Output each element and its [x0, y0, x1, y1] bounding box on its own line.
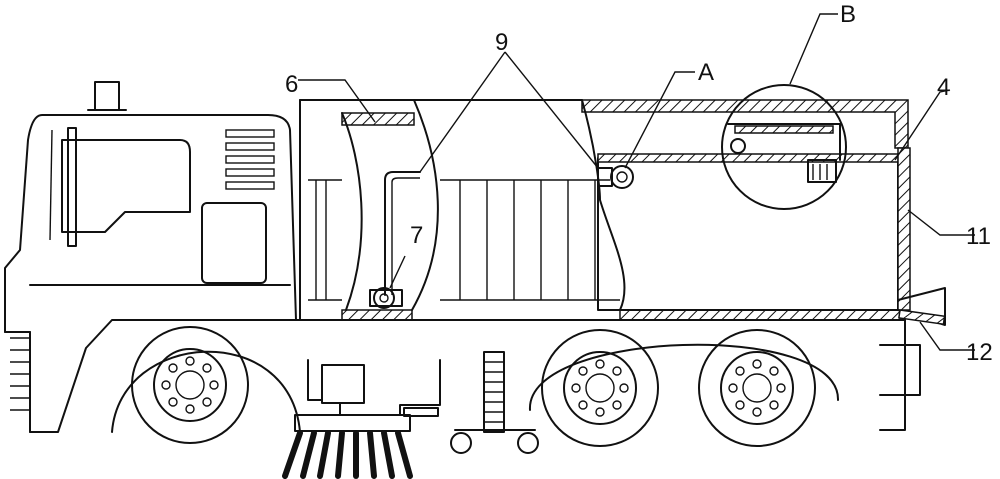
undercarriage	[111, 343, 840, 479]
label-4: 4	[937, 74, 950, 101]
detail-b	[721, 84, 847, 210]
cab	[4, 81, 297, 433]
front-wheel	[131, 326, 249, 444]
cab-vent-grille	[225, 129, 275, 190]
label-a: A	[698, 59, 714, 86]
label-7: 7	[410, 222, 423, 249]
rear-door	[897, 147, 911, 311]
suction-hose	[483, 351, 505, 433]
water-tank-ribs	[308, 179, 620, 301]
label-12: 12	[966, 339, 993, 366]
cab-window	[61, 139, 191, 233]
label-b: B	[840, 1, 856, 28]
side-mirror	[67, 127, 77, 247]
water-pipe	[384, 171, 421, 296]
cab-side-panel	[201, 202, 267, 284]
tank-body	[289, 99, 946, 431]
water-pipe-assembly	[369, 165, 634, 309]
garbage-tank	[597, 157, 899, 311]
leader-lines	[298, 13, 975, 351]
sweeper-brush	[282, 430, 413, 479]
roof-beacon	[94, 81, 120, 111]
label-9: 9	[495, 29, 508, 56]
middle-wheel	[541, 329, 659, 447]
label-11: 11	[966, 223, 991, 250]
pipe-connector	[597, 165, 634, 189]
cab-outline	[4, 114, 297, 433]
label-6: 6	[285, 71, 298, 98]
water-pump	[369, 287, 403, 309]
rear-wheel	[698, 329, 816, 447]
